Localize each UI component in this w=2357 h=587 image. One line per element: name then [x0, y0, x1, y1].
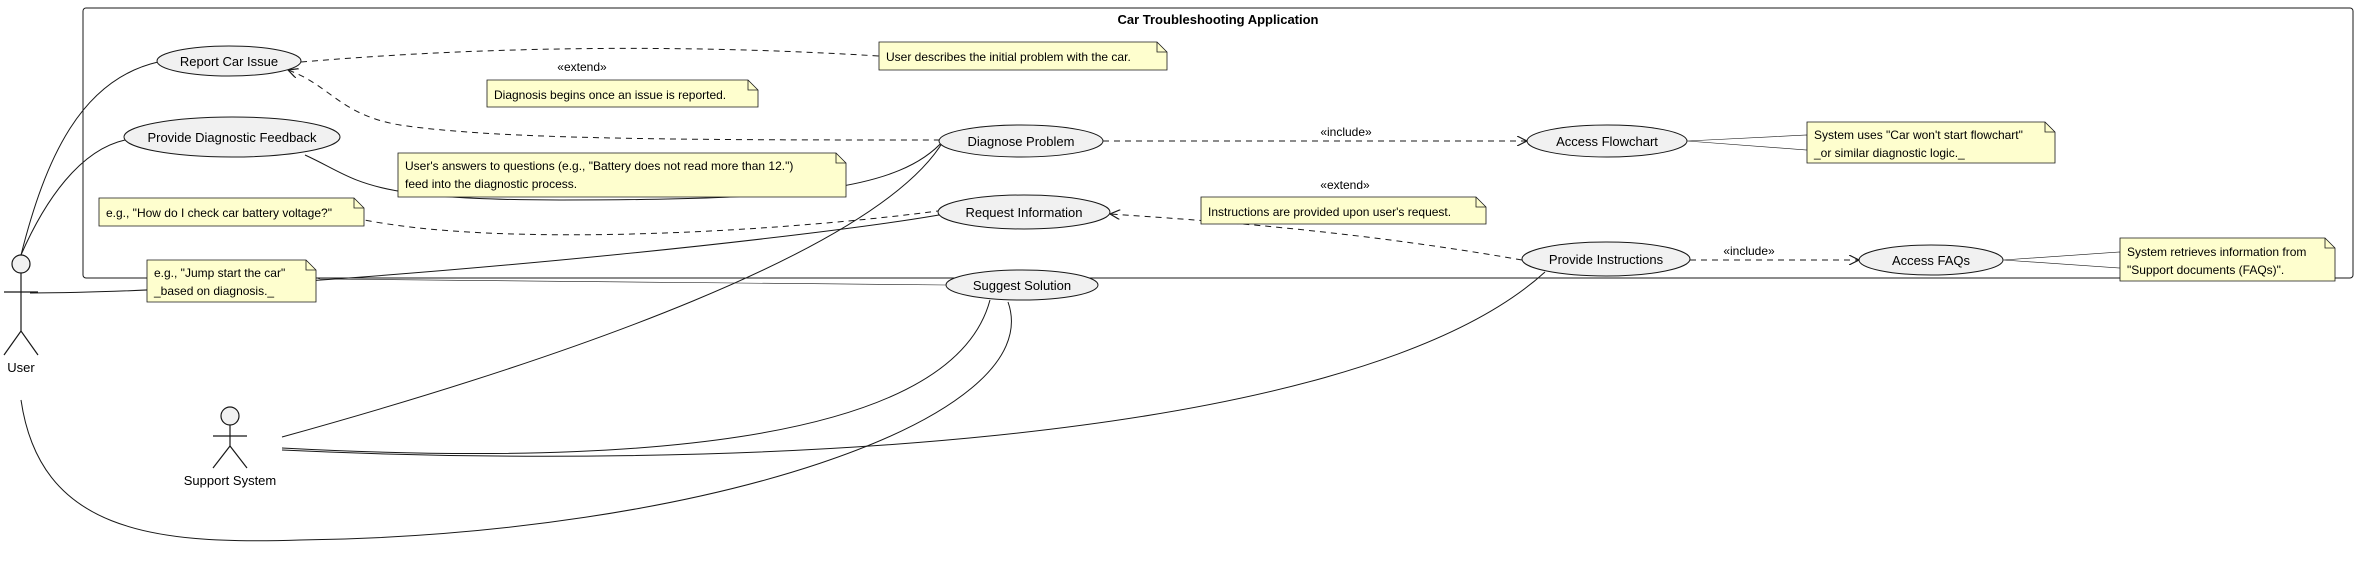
note-link-flowchart — [1686, 134, 1808, 151]
relation-labels: «extend» «include» «extend» «include» — [557, 60, 1775, 258]
note-link-jump — [305, 274, 947, 286]
system-title: Car Troubleshooting Application — [1117, 12, 1318, 27]
extend-diagnose-report — [288, 70, 952, 141]
note-report-description: User describes the initial problem with … — [878, 41, 1168, 71]
note-line: System uses "Car won't start flowchart" — [1814, 128, 2023, 142]
note-line: User describes the initial problem with … — [886, 50, 1131, 64]
assoc-support-instructions — [281, 271, 1546, 457]
notes: User describes the initial problem with … — [98, 41, 2336, 303]
usecase-provide-diagnostic-feedback[interactable]: Provide Diagnostic Feedback — [123, 116, 341, 158]
note-line: _based on diagnosis._ — [153, 284, 274, 298]
note-flowchart-logic: System uses "Car won't start flowchart" … — [1806, 121, 2056, 164]
note-line: Instructions are provided upon user's re… — [1208, 205, 1451, 219]
usecase-label: Request Information — [965, 205, 1082, 220]
note-battery-question: e.g., "How do I check car battery voltag… — [98, 197, 365, 227]
note-line: Diagnosis begins once an issue is report… — [494, 88, 726, 102]
note-faqs-retrieval: System retrieves information from "Suppo… — [2119, 237, 2336, 282]
assoc-support-diagnose — [281, 139, 945, 438]
note-line: "Support documents (FAQs)". — [2127, 263, 2284, 277]
note-link-battery — [354, 209, 946, 236]
actor-label: User — [7, 360, 35, 375]
relation-label-include-flowchart: «include» — [1320, 125, 1372, 139]
usecase-request-information[interactable]: Request Information — [937, 194, 1111, 230]
extend-instructions-request — [1110, 214, 1523, 261]
usecase-label: Suggest Solution — [973, 278, 1071, 293]
relation-label-extend-instructions: «extend» — [1320, 178, 1370, 192]
actor-user[interactable]: User — [3, 254, 39, 375]
note-line: User's answers to questions (e.g., "Batt… — [405, 159, 793, 173]
actors: User Support System — [3, 254, 277, 488]
system-boundary: Car Troubleshooting Application — [82, 7, 2354, 279]
usecase-label: Access FAQs — [1892, 253, 1971, 268]
usecase-report-car-issue[interactable]: Report Car Issue — [156, 45, 302, 77]
note-user-answers: User's answers to questions (e.g., "Batt… — [397, 152, 847, 198]
usecases: Report Car Issue Provide Diagnostic Feed… — [123, 45, 2004, 301]
note-line: _or similar diagnostic logic._ — [1813, 146, 1965, 160]
usecase-provide-instructions[interactable]: Provide Instructions — [1521, 241, 1691, 277]
assoc-support-suggest — [281, 299, 991, 455]
usecase-diagnose-problem[interactable]: Diagnose Problem — [938, 124, 1104, 158]
note-line: e.g., "Jump start the car" — [154, 266, 285, 280]
note-diagnosis-begins: Diagnosis begins once an issue is report… — [486, 79, 759, 108]
usecase-access-faqs[interactable]: Access FAQs — [1858, 244, 2004, 276]
usecase-label: Diagnose Problem — [968, 134, 1075, 149]
note-link-faqs — [2002, 251, 2121, 269]
usecase-label: Provide Instructions — [1549, 252, 1664, 267]
relation-label-extend-report: «extend» — [557, 60, 607, 74]
usecase-label: Report Car Issue — [180, 54, 278, 69]
actor-label: Support System — [184, 473, 277, 488]
assoc-user-suggest — [20, 301, 1012, 542]
dependencies — [288, 47, 1859, 261]
assoc-user-report — [20, 61, 159, 256]
usecase-access-flowchart[interactable]: Access Flowchart — [1526, 124, 1688, 158]
note-line: feed into the diagnostic process. — [405, 177, 577, 191]
usecase-label: Provide Diagnostic Feedback — [147, 130, 317, 145]
note-jump-start: e.g., "Jump start the car" _based on dia… — [146, 259, 317, 303]
usecase-label: Access Flowchart — [1556, 134, 1658, 149]
note-instructions-provided: Instructions are provided upon user's re… — [1200, 196, 1487, 225]
relation-label-include-faqs: «include» — [1723, 244, 1775, 258]
usecase-suggest-solution[interactable]: Suggest Solution — [945, 269, 1099, 301]
note-line: e.g., "How do I check car battery voltag… — [106, 206, 332, 220]
note-line: System retrieves information from — [2127, 245, 2306, 259]
actor-support-system[interactable]: Support System — [184, 406, 277, 488]
assoc-user-feedback — [20, 139, 126, 256]
assoc-feedback-diagnose — [304, 139, 945, 201]
